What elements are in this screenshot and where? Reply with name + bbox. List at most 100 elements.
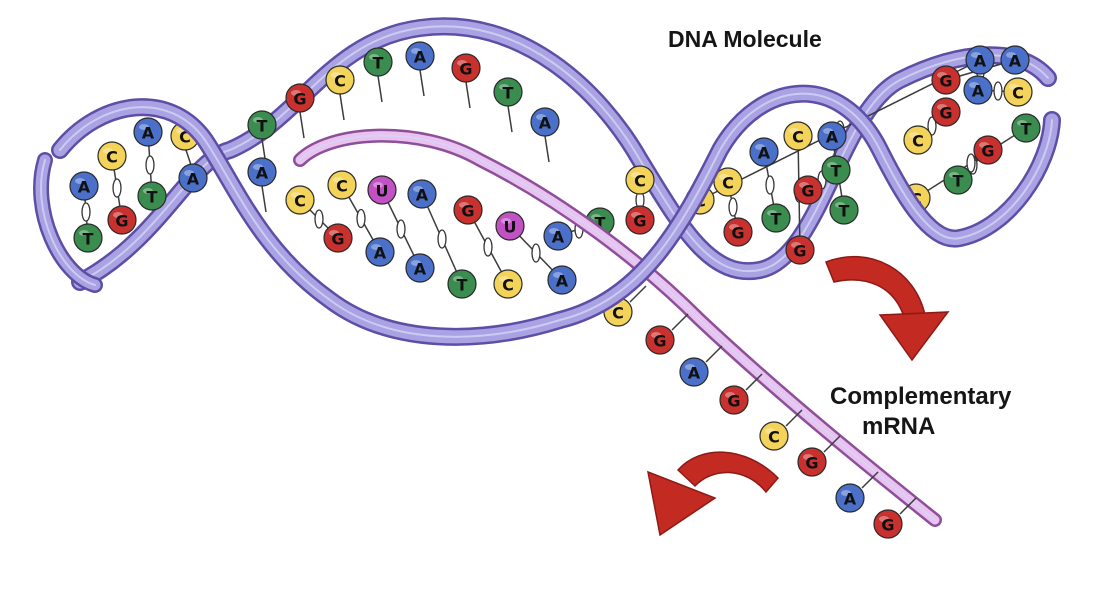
rung-line: [377, 75, 383, 103]
base-G: G: [453, 195, 483, 225]
base-C: C: [285, 185, 315, 215]
hydrogen-bond: [927, 116, 937, 136]
base-letter: A: [78, 178, 91, 197]
base-G: G: [931, 97, 961, 127]
base-letter: G: [805, 454, 818, 473]
base-G: G: [873, 509, 903, 539]
base-T: T: [363, 47, 393, 77]
dna-front-strand: [51, 84, 1061, 346]
rung-line: [465, 81, 471, 109]
base-letter: C: [612, 304, 624, 323]
base-letter: G: [459, 60, 472, 79]
base-A: A: [547, 265, 577, 295]
base-letter: T: [83, 230, 94, 249]
base-A: A: [679, 357, 709, 387]
base-C: C: [625, 165, 655, 195]
base-A: A: [965, 45, 995, 75]
base-letter: A: [688, 364, 701, 383]
base-G: G: [625, 205, 655, 235]
base-C: C: [713, 167, 743, 197]
base-T: T: [73, 223, 103, 253]
base-G: G: [285, 83, 315, 113]
base-A: A: [405, 41, 435, 71]
base-G: G: [323, 223, 353, 253]
hydrogen-bond: [966, 153, 976, 173]
base-letter: G: [793, 242, 806, 261]
base-letter: A: [758, 144, 771, 163]
base-letter: A: [414, 260, 427, 279]
rung-line: [261, 185, 267, 213]
base-letter: A: [187, 170, 200, 189]
base-G: G: [973, 135, 1003, 165]
base-letter: G: [939, 104, 952, 123]
base-C: C: [1003, 77, 1033, 107]
complementary-label-line2: mRNA: [862, 413, 936, 440]
rung-line: [544, 135, 550, 163]
base-letter: A: [552, 228, 565, 247]
base-letter: A: [416, 186, 429, 205]
mrna-rung: [823, 435, 841, 453]
base-letter: C: [912, 132, 924, 151]
complementary-mrna-label: Complementary mRNA: [830, 382, 1011, 442]
base-C: C: [97, 141, 127, 171]
base-letter: G: [731, 224, 744, 243]
base-letter: G: [981, 142, 994, 161]
mrna-rung: [629, 285, 647, 303]
base-G: G: [723, 217, 753, 247]
base-letter: A: [972, 82, 985, 101]
mrna-rung: [671, 313, 689, 331]
hydrogen-bond: [765, 175, 775, 195]
base-letter: G: [331, 230, 344, 249]
base-T: T: [493, 77, 523, 107]
rung-line: [419, 69, 425, 97]
back-strands: [33, 17, 1057, 293]
base-letter: G: [653, 332, 666, 351]
base-G: G: [793, 175, 823, 205]
base-letter: G: [461, 202, 474, 221]
base-A: A: [133, 117, 163, 147]
base-C: C: [493, 269, 523, 299]
mrna-rung: [899, 497, 917, 515]
front-strands: [51, 84, 1061, 346]
base-letter: T: [373, 54, 384, 73]
base-letter: G: [801, 182, 814, 201]
base-U: U: [495, 211, 525, 241]
base-C: C: [327, 170, 357, 200]
base-letter: T: [839, 202, 850, 221]
base-letter: T: [595, 214, 606, 233]
base-A: A: [365, 237, 395, 267]
base-letter: G: [293, 90, 306, 109]
base-letter: G: [633, 212, 646, 231]
rung-line: [299, 111, 305, 139]
base-A: A: [963, 75, 993, 105]
hydrogen-bond: [437, 229, 447, 249]
base-letter: C: [106, 148, 118, 167]
base-letter: T: [771, 210, 782, 229]
dna-left-end: [33, 152, 103, 293]
hydrogen-bond: [145, 155, 155, 175]
base-G: G: [107, 205, 137, 235]
base-letter: A: [256, 164, 269, 183]
mrna-rung: [785, 409, 803, 427]
base-A: A: [405, 253, 435, 283]
base-letter: C: [792, 128, 804, 147]
base-letter: C: [294, 192, 306, 211]
hydrogen-bond: [314, 209, 324, 229]
rung-line: [507, 105, 513, 133]
base-letter: A: [374, 244, 387, 263]
hydrogen-bond: [81, 202, 91, 222]
base-letter: C: [768, 428, 780, 447]
base-G: G: [931, 65, 961, 95]
base-T: T: [761, 203, 791, 233]
base-A: A: [178, 163, 208, 193]
hydrogen-bond: [483, 237, 493, 257]
base-A: A: [835, 483, 865, 513]
base-letter: C: [722, 174, 734, 193]
hydrogen-bond: [531, 243, 541, 263]
base-G: G: [719, 385, 749, 415]
base-T: T: [829, 195, 859, 225]
base-letter: A: [1009, 52, 1022, 71]
base-U: U: [367, 175, 397, 205]
